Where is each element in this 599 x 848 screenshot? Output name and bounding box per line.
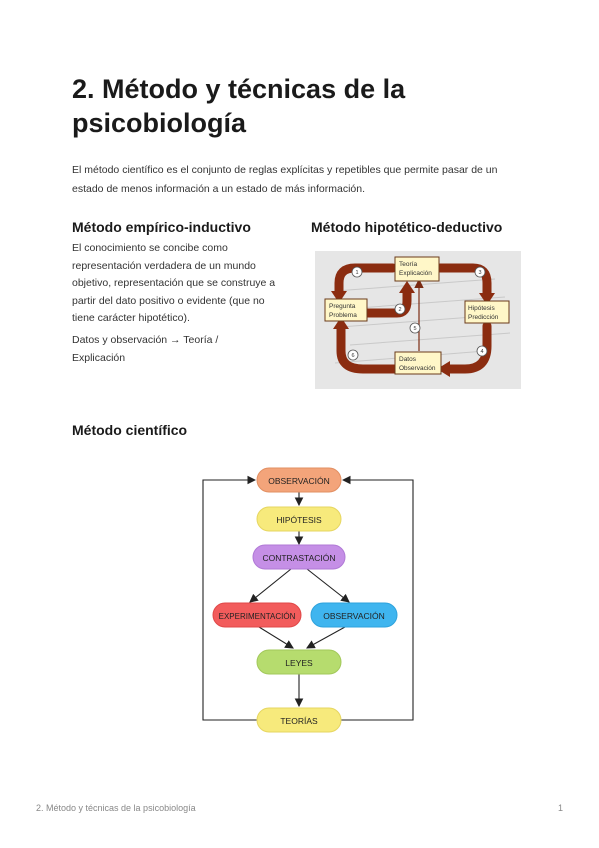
box-pregunta-line2: Problema (329, 312, 357, 319)
cientifico-flowchart: OBSERVACIÓN HIPÓTESIS CONTRASTACIÓN EXPE… (202, 467, 414, 733)
hipotetico-heading: Método hipotético-deductivo (311, 219, 503, 235)
node-hipotesis: HIPÓTESIS (256, 506, 342, 532)
step-6: 6 (351, 353, 354, 359)
box-hipotesis: Hipótesis Predicción (464, 300, 510, 324)
step-3: 3 (478, 270, 481, 276)
box-datos: Datos Observación (394, 351, 442, 375)
step-1: 1 (355, 270, 358, 276)
step-4: 4 (480, 349, 483, 355)
node-hipotesis-label: HIPÓTESIS (276, 515, 322, 525)
node-observacion-label: OBSERVACIÓN (268, 476, 330, 486)
box-pregunta: Pregunta Problema (324, 298, 368, 322)
step-markers: 1 2 3 4 5 6 (347, 266, 488, 361)
box-teoria: Teoría Explicación (394, 256, 440, 282)
node-experimentacion: EXPERIMENTACIÓN (212, 602, 302, 628)
empirico-paragraph: El conocimiento se concibe como represen… (72, 242, 276, 324)
node-contrastacion-label: CONTRASTACIÓN (262, 553, 335, 563)
box-teoria-line1: Teoría (399, 261, 417, 268)
node-experimentacion-label: EXPERIMENTACIÓN (219, 612, 296, 621)
step-5: 5 (413, 326, 416, 332)
node-observacion-2: OBSERVACIÓN (310, 602, 398, 628)
box-datos-line1: Datos (399, 356, 417, 363)
box-teoria-line2: Explicación (399, 270, 432, 277)
flow-connectors (202, 475, 414, 721)
box-datos-line2: Observación (399, 365, 436, 372)
node-contrastacion: CONTRASTACIÓN (252, 544, 346, 570)
node-teorias: TEORÍAS (256, 707, 342, 733)
footer-page-number: 1 (557, 803, 563, 813)
node-observacion-2-label: OBSERVACIÓN (323, 611, 385, 621)
node-leyes-label: LEYES (285, 658, 313, 668)
empirico-heading: Método empírico-inductivo (72, 219, 251, 235)
cycle-arrowheads (331, 281, 495, 377)
cientifico-heading: Método científico (72, 422, 188, 438)
box-hipotesis-line2: Predicción (468, 314, 499, 321)
empirico-flow: Datos y observación → Teoría / Explicaci… (72, 334, 219, 364)
page-title: 2. Método y técnicas de la psicobiología (72, 74, 406, 138)
hipotetico-diagram: Teoría Explicación Pregunta Problema Hip… (315, 251, 521, 389)
footer-title: 2. Método y técnicas de la psicobiología (36, 803, 196, 813)
intro-paragraph: El método científico es el conjunto de r… (72, 164, 498, 195)
box-hipotesis-line1: Hipótesis (468, 305, 495, 312)
node-teorias-label: TEORÍAS (280, 716, 318, 726)
node-observacion: OBSERVACIÓN (256, 467, 342, 493)
step-2: 2 (398, 307, 401, 313)
node-leyes: LEYES (256, 649, 342, 675)
box-pregunta-line1: Pregunta (329, 303, 356, 310)
